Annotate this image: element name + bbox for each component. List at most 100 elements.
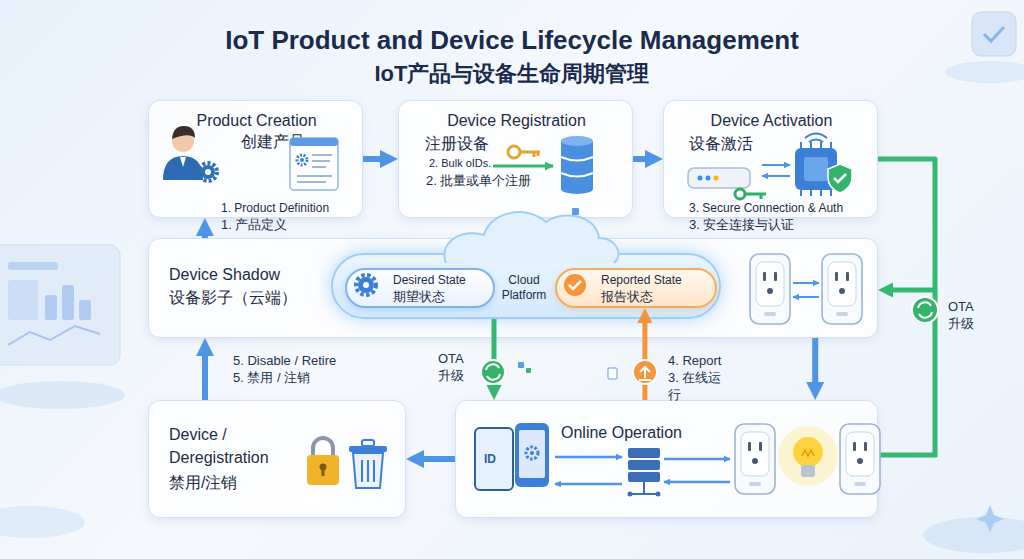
- key-icon: [520, 152, 540, 157]
- phone-icon: [515, 423, 549, 487]
- report-badge: [633, 360, 657, 384]
- admin-person-icon: [163, 156, 203, 180]
- admin-person-icon: [163, 126, 217, 181]
- handshake-arrows: [762, 175, 790, 177]
- corner-glow: [976, 505, 1004, 533]
- node-text: 2. Bulk oIDs.: [429, 157, 491, 170]
- online-devices: [801, 465, 815, 477]
- floating-dashboard: [8, 262, 58, 270]
- node-text: 设备激活: [689, 134, 753, 153]
- node-heading: Device Activation: [664, 111, 879, 130]
- edge-label: OTA 升级: [438, 350, 472, 384]
- reported-check-icon: [564, 274, 586, 296]
- chip-icon: [828, 164, 852, 193]
- router-icon: [688, 168, 750, 188]
- node-text: 3. 安全连接与认证: [689, 217, 794, 233]
- ota-badge: [918, 302, 932, 317]
- corner-glow: [945, 61, 1024, 83]
- desired-gear-icon: [363, 282, 369, 288]
- data-flow-arrows: [555, 483, 622, 486]
- shadow-devices: [750, 254, 862, 324]
- node-heading: Desired State: [393, 273, 466, 287]
- node-text: 禁用/注销: [169, 473, 237, 492]
- product-spec-window: [297, 155, 307, 165]
- server-icon: [656, 492, 661, 497]
- node-heading: Device Shadow: [169, 265, 280, 284]
- online-devices: [840, 424, 880, 494]
- phone-icon: [519, 430, 545, 478]
- lock-icon: [307, 455, 339, 485]
- reported-check-icon: [564, 274, 586, 296]
- floating-dashboard: [0, 245, 125, 409]
- node-heading: Device / Deregistration: [169, 423, 294, 469]
- node-heading: Cloud Platform: [493, 273, 555, 303]
- database-icon: [561, 157, 593, 177]
- online-devices: [793, 437, 823, 467]
- small-squares: [526, 368, 531, 373]
- floating-dashboard: [0, 381, 125, 409]
- flow-arrow: [812, 338, 818, 382]
- floating-dashboard: [62, 285, 74, 320]
- product-spec-window: [290, 138, 338, 190]
- desired-gear-icon: [356, 275, 376, 295]
- desired-gear-icon: [356, 275, 376, 295]
- handshake-arrows: [762, 164, 790, 166]
- flow-arrow: [633, 156, 645, 162]
- trash-icon: [362, 440, 374, 446]
- database-icon: [561, 184, 593, 194]
- small-squares: [608, 368, 617, 379]
- chip-icon: [804, 157, 828, 181]
- corner-glow: [0, 506, 85, 538]
- activation-key: [745, 194, 766, 199]
- lock-icon: [307, 438, 339, 485]
- node-text: 设备影子（云端）: [169, 288, 297, 307]
- lock-icon: [322, 468, 325, 476]
- chip-icon: [805, 134, 827, 143]
- small-squares: [572, 208, 579, 215]
- admin-person-icon: [201, 165, 215, 179]
- id-card-icon: [475, 428, 513, 490]
- shadow-devices: [793, 282, 819, 284]
- router-icon: [706, 176, 711, 181]
- stage-box: Device Activation 设备激活 3. Secure Connectio…: [663, 100, 878, 218]
- trash-icon: [362, 460, 374, 482]
- reported-check-icon: [569, 281, 581, 289]
- online-devices: [802, 450, 814, 456]
- product-spec-window: [300, 158, 304, 162]
- icon-label: ID: [484, 452, 496, 466]
- phone-icon: [526, 447, 538, 459]
- node-text: 期望状态: [393, 289, 445, 305]
- product-spec-window: [297, 155, 332, 182]
- router-icon: [714, 176, 719, 181]
- corner-glow: [923, 517, 1024, 553]
- node-text: 1. Product Definition: [221, 201, 329, 215]
- server-icon: [628, 472, 660, 482]
- diagram-title: IoT Product and Device Lifecycle Managem…: [0, 25, 1024, 56]
- activation-key: [735, 189, 766, 199]
- floating-dashboard: [8, 326, 100, 345]
- flow-arrow: [878, 159, 935, 290]
- shadow-devices: [822, 254, 862, 324]
- flow-arrow: [424, 456, 455, 462]
- shadow-devices: [793, 296, 819, 298]
- admin-person-icon: [205, 169, 211, 175]
- flow-arrow: [363, 156, 380, 162]
- ota-badge: [912, 297, 938, 323]
- online-devices: [735, 424, 880, 494]
- key-icon: [508, 146, 540, 158]
- activation-key: [735, 189, 745, 199]
- id-card-icon: [475, 428, 513, 490]
- shadow-devices: [750, 254, 790, 324]
- node-text: 3. Secure Connection & Auth: [689, 201, 843, 215]
- floating-dashboard: [45, 295, 57, 320]
- product-spec-window: [290, 138, 338, 146]
- floating-dashboard: [8, 280, 38, 320]
- database-icon: [561, 136, 593, 194]
- edge-label: OTA 升级: [948, 298, 980, 332]
- cloud-shape: [444, 212, 618, 263]
- trash-icon: [353, 453, 383, 488]
- handshake-arrows: [762, 165, 790, 176]
- report-badge: [639, 367, 651, 380]
- flow-arrow: [202, 236, 208, 238]
